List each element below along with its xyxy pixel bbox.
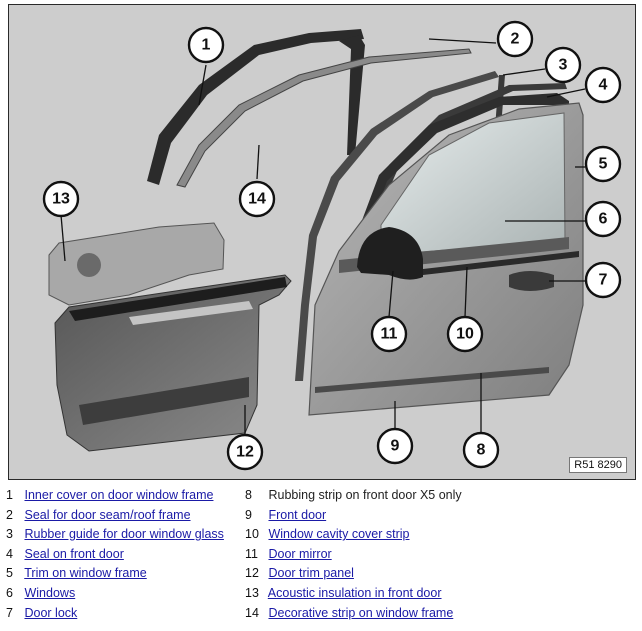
svg-text:11: 11: [381, 326, 398, 343]
svg-text:13: 13: [52, 191, 70, 208]
callout-4: 4: [584, 66, 622, 104]
decorative-strip-window-frame: [176, 48, 472, 188]
svg-text:3: 3: [559, 57, 568, 74]
legend-item: 13 Acoustic insulation in front door: [245, 584, 462, 604]
legend-link-rubber-guide[interactable]: Rubber guide for door window glass: [24, 527, 224, 542]
legend-link-door-lock[interactable]: Door lock: [24, 605, 78, 620]
callout-10: 10: [446, 315, 484, 353]
svg-text:1: 1: [202, 37, 211, 54]
legend-link-window-cavity-strip[interactable]: Window cavity cover strip: [268, 527, 410, 542]
callout-5: 5: [584, 145, 622, 183]
legend-item: 12 Door trim panel: [245, 564, 462, 584]
callout-9: 9: [376, 427, 414, 465]
leader-13: [60, 214, 66, 262]
legend-number: 1: [6, 488, 13, 502]
legend-number: 5: [6, 566, 13, 581]
legend-item: 14 Decorative strip on window frame: [245, 604, 462, 624]
inner-cover-window-frame: [147, 29, 365, 185]
legend-number: 3: [6, 527, 13, 542]
callout-6: 6: [584, 200, 622, 238]
legend-number: 7: [6, 605, 13, 620]
legend-item: 2 Seal for door seam/roof frame: [6, 506, 224, 526]
legend-link-decorative-strip[interactable]: Decorative strip on window frame: [268, 605, 454, 620]
svg-text:9: 9: [391, 438, 400, 455]
legend-link-door-mirror[interactable]: Door mirror: [268, 546, 332, 561]
legend-link-seal-door-seam[interactable]: Seal for door seam/roof frame: [24, 507, 191, 522]
legend-item: 9 Front door: [245, 506, 462, 526]
callout-11: 11: [370, 315, 408, 353]
callout-1: 1: [187, 26, 225, 64]
legend-link-inner-cover[interactable]: Inner cover on door window frame: [24, 488, 214, 502]
legend-number: 2: [6, 507, 13, 522]
legend-number: 12: [245, 566, 259, 581]
legend-link-front-door[interactable]: Front door: [268, 507, 327, 522]
legend-number: 10: [245, 527, 259, 542]
legend-number: 11: [245, 546, 258, 561]
leader-2: [428, 38, 497, 44]
legend-number: 14: [245, 605, 259, 620]
svg-text:12: 12: [236, 444, 254, 461]
callout-12: 12: [226, 433, 264, 471]
svg-text:8: 8: [477, 442, 486, 459]
door-parts-illustration: 1 2 3 4 5 6 7 8 9 10 11 12 13 14: [42, 20, 622, 471]
svg-text:6: 6: [599, 211, 608, 228]
legend-link-door-trim-panel[interactable]: Door trim panel: [268, 566, 354, 581]
callout-2: 2: [496, 20, 534, 58]
legend-column-left: 1 Inner cover on door window frame 2 Sea…: [6, 486, 224, 623]
exploded-door-diagram: 1 2 3 4 5 6 7 8 9 10 11 12 13 14 R51 829…: [8, 4, 636, 480]
legend-item: 8 Rubbing strip on front door X5 only: [245, 486, 462, 506]
legend-item: 1 Inner cover on door window frame: [6, 486, 224, 506]
leader-3: [502, 68, 546, 76]
legend-link-trim-window-frame[interactable]: Trim on window frame: [24, 566, 147, 581]
legend-link-windows[interactable]: Windows: [24, 585, 76, 600]
legend-item: 5 Trim on window frame: [6, 564, 224, 584]
legend-item: 7 Door lock: [6, 604, 224, 624]
legend-number: 6: [6, 585, 13, 600]
legend-number: 13: [245, 585, 259, 600]
legend-number: 8: [245, 488, 252, 502]
legend-item: 10 Window cavity cover strip: [245, 525, 462, 545]
door-mirror: [357, 227, 423, 280]
leader-1: [198, 64, 207, 106]
leader-14: [256, 144, 260, 180]
svg-text:7: 7: [599, 272, 608, 289]
legend-text-rubbing-strip: Rubbing strip on front door X5 only: [268, 488, 462, 502]
callout-14: 14: [238, 180, 276, 218]
leader-11: [388, 270, 394, 318]
svg-text:5: 5: [599, 156, 608, 173]
legend-link-seal-front-door[interactable]: Seal on front door: [24, 546, 124, 561]
legend-item: 4 Seal on front door: [6, 545, 224, 565]
leader-10: [464, 266, 468, 318]
legend-column-right: 8 Rubbing strip on front door X5 only 9 …: [245, 486, 462, 623]
svg-text:4: 4: [599, 77, 608, 94]
svg-text:10: 10: [456, 326, 474, 343]
legend-number: 4: [6, 546, 13, 561]
svg-text:2: 2: [511, 31, 520, 48]
window-cavity-cover-strip: [423, 251, 579, 275]
acoustic-insulation: [48, 222, 225, 306]
callout-7: 7: [584, 261, 622, 299]
callout-8: 8: [462, 431, 500, 469]
parts-legend: 1 Inner cover on door window frame 2 Sea…: [0, 486, 642, 631]
callout-3: 3: [544, 46, 582, 84]
figure-reference-code: R51 8290: [569, 457, 627, 473]
legend-item: 3 Rubber guide for door window glass: [6, 525, 224, 545]
legend-number: 9: [245, 507, 252, 522]
svg-text:14: 14: [248, 191, 266, 208]
callout-13: 13: [42, 180, 80, 218]
door-trim-panel: [54, 274, 292, 452]
legend-item: 6 Windows: [6, 584, 224, 604]
leader-4: [546, 88, 586, 98]
legend-link-acoustic-insulation[interactable]: Acoustic insulation in front door: [267, 585, 442, 600]
legend-item: 11 Door mirror: [245, 545, 462, 565]
